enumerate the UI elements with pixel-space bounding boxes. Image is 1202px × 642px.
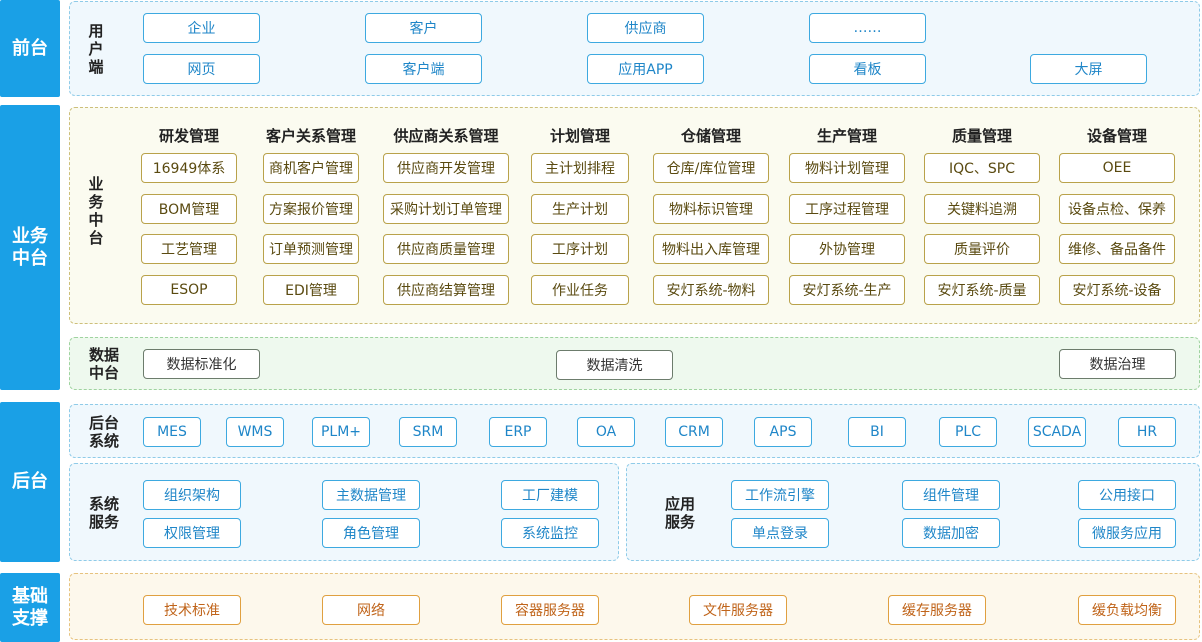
business-item-box: 安灯系统-物料 [653,275,769,305]
base-box: 缓存服务器 [888,595,986,625]
business-item-box: 外协管理 [789,234,905,264]
business-column-head: 供应商关系管理 [393,127,499,145]
backend-system-box: ERP [489,417,547,447]
base-panel [69,573,1200,640]
business-label: 业 务 中 台 [88,175,104,247]
sys-service-label: 系统 服务 [88,495,119,531]
business-item-box: 仓库/库位管理 [653,153,769,183]
client-type-box: 应用APP [587,54,704,84]
business-item-box: 关键料追溯 [924,194,1040,224]
sys-service-box: 主数据管理 [322,480,420,510]
sys-service-box: 工厂建模 [501,480,599,510]
business-item-box: BOM管理 [141,194,237,224]
user-end-label: 用 户 端 [88,22,104,76]
base-box: 网络 [322,595,420,625]
business-column-head: 客户关系管理 [265,127,356,145]
base-box: 缓负载均衡 [1078,595,1176,625]
app-service-box: 工作流引擎 [731,480,829,510]
business-item-box: 方案报价管理 [263,194,359,224]
backend-label: 后台 系统 [88,414,119,450]
business-item-box: 安灯系统-质量 [924,275,1040,305]
app-service-box: 单点登录 [731,518,829,548]
layer-label-middle: 业务 中台 [0,105,60,390]
app-service-box: 公用接口 [1078,480,1176,510]
business-item-box: 物料计划管理 [789,153,905,183]
backend-system-box: SCADA [1028,417,1086,447]
business-item-box: 设备点检、保养 [1059,194,1175,224]
business-column-head: 计划管理 [549,127,610,145]
app-service-box: 微服务应用 [1078,518,1176,548]
backend-system-box: APS [754,417,812,447]
business-item-box: 主计划排程 [531,153,629,183]
backend-system-box: PLM+ [312,417,370,447]
backend-system-box: BI [848,417,906,447]
backend-system-box: OA [577,417,635,447]
client-type-box: 网页 [143,54,260,84]
client-type-box: 大屏 [1030,54,1147,84]
backend-system-box: MES [143,417,201,447]
business-column-head: 研发管理 [158,127,219,145]
backend-system-box: CRM [665,417,723,447]
business-item-box: 商机客户管理 [263,153,359,183]
business-item-box: 工艺管理 [141,234,237,264]
business-item-box: 采购计划订单管理 [383,194,509,224]
business-column-head: 仓储管理 [680,127,741,145]
client-type-box: 看板 [809,54,926,84]
business-item-box: 质量评价 [924,234,1040,264]
app-service-label: 应用 服务 [664,495,695,531]
business-item-box: 物料出入库管理 [653,234,769,264]
business-item-box: 生产计划 [531,194,629,224]
base-box: 容器服务器 [501,595,599,625]
business-item-box: IQC、SPC [924,153,1040,183]
base-box: 文件服务器 [689,595,787,625]
user-type-box: 供应商 [587,13,704,43]
business-item-box: 作业任务 [531,275,629,305]
backend-system-box: WMS [226,417,284,447]
data-mid-box: 数据治理 [1059,349,1176,379]
app-service-box: 数据加密 [902,518,1000,548]
business-item-box: 工序过程管理 [789,194,905,224]
backend-system-box: HR [1118,417,1176,447]
data-mid-label: 数据 中台 [88,346,119,382]
business-item-box: 供应商开发管理 [383,153,509,183]
business-item-box: 供应商质量管理 [383,234,509,264]
layer-label-front: 前台 [0,0,60,97]
business-item-box: 订单预测管理 [263,234,359,264]
business-column-head: 质量管理 [951,127,1012,145]
business-column-head: 设备管理 [1086,127,1147,145]
layer-label-back: 后台 [0,402,60,562]
business-column-head: 生产管理 [816,127,877,145]
business-item-box: 供应商结算管理 [383,275,509,305]
user-type-box: …… [809,13,926,43]
sys-service-box: 组织架构 [143,480,241,510]
sys-service-box: 角色管理 [322,518,420,548]
business-item-box: OEE [1059,153,1175,183]
user-type-box: 客户 [365,13,482,43]
business-item-box: 安灯系统-生产 [789,275,905,305]
sys-service-box: 系统监控 [501,518,599,548]
data-mid-box: 数据清洗 [556,350,673,380]
business-item-box: 工序计划 [531,234,629,264]
business-item-box: 安灯系统-设备 [1059,275,1175,305]
backend-system-box: PLC [939,417,997,447]
user-type-box: 企业 [143,13,260,43]
business-item-box: 维修、备品备件 [1059,234,1175,264]
backend-system-box: SRM [399,417,457,447]
business-item-box: 16949体系 [141,153,237,183]
app-service-box: 组件管理 [902,480,1000,510]
client-type-box: 客户端 [365,54,482,84]
base-box: 技术标准 [143,595,241,625]
business-item-box: 物料标识管理 [653,194,769,224]
business-item-box: EDI管理 [263,275,359,305]
business-item-box: ESOP [141,275,237,305]
sys-service-box: 权限管理 [143,518,241,548]
layer-label-base: 基础 支撑 [0,573,60,642]
data-mid-box: 数据标准化 [143,349,260,379]
